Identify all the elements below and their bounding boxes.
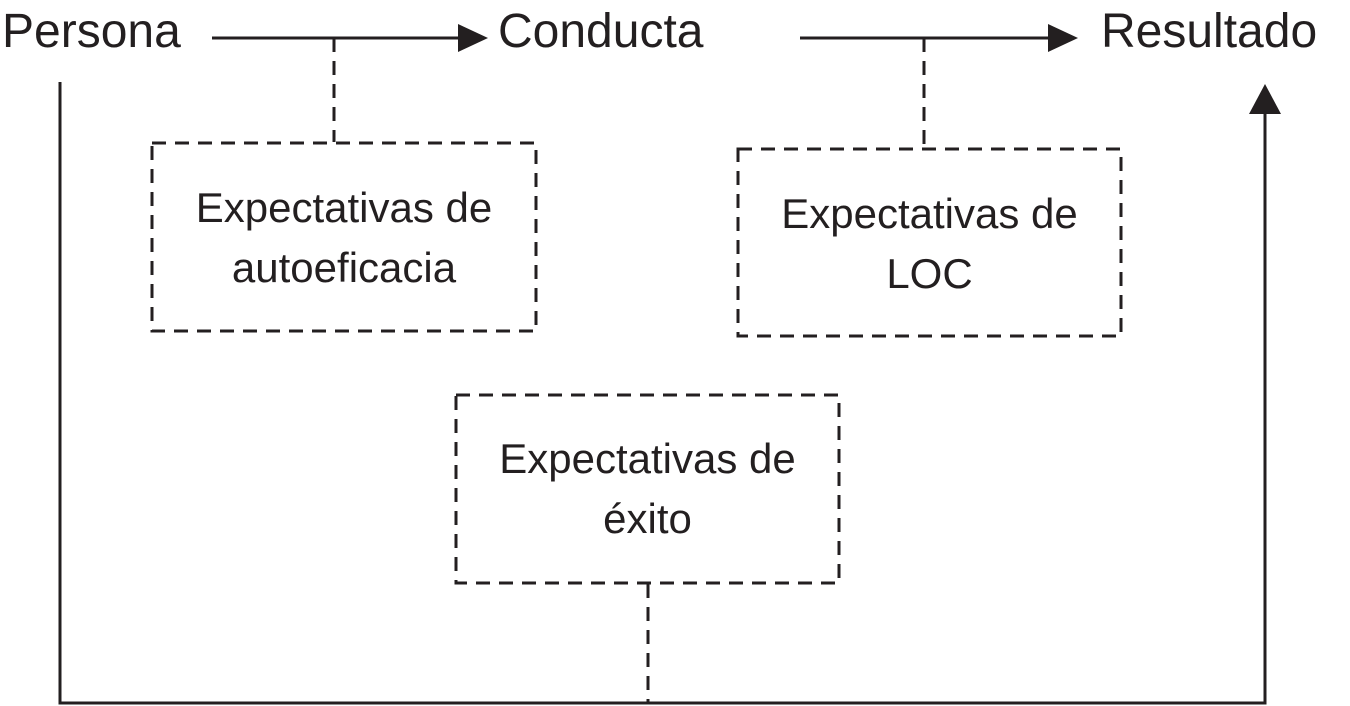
- box-exito-line2: éxito: [603, 495, 692, 542]
- box-autoeficacia: [150, 141, 538, 333]
- node-persona: Persona: [2, 5, 181, 58]
- box-loc-line2: LOC: [886, 250, 973, 297]
- feedback-line: [58, 82, 1267, 705]
- box-exito-text: Expectativas de éxito: [456, 429, 839, 549]
- box-exito-line1: Expectativas de: [499, 435, 796, 482]
- box-autoeficacia-line2: autoeficacia: [231, 244, 457, 291]
- node-conducta: Conducta: [498, 5, 704, 58]
- box-loc-line1: Expectativas de: [781, 190, 1078, 237]
- box-loc-text: Expectativas de LOC: [738, 184, 1121, 304]
- box-exito: [454, 393, 841, 585]
- arrowhead-resultado-up: [1249, 84, 1281, 114]
- box-autoeficacia-text: Expectativas de autoeficacia: [152, 178, 536, 298]
- box-loc: [736, 147, 1123, 338]
- arrowhead-conducta: [458, 24, 488, 52]
- arrowhead-resultado: [1048, 24, 1078, 52]
- node-resultado: Resultado: [1101, 5, 1318, 58]
- box-autoeficacia-line1: Expectativas de: [195, 184, 493, 231]
